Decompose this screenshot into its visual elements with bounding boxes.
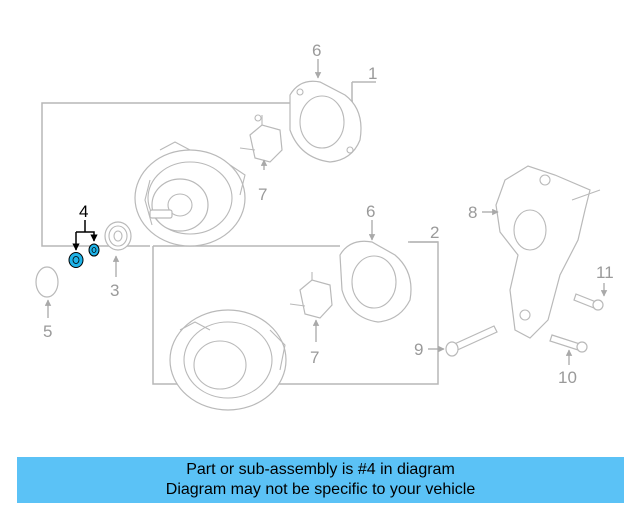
alternator-bottom xyxy=(169,309,287,411)
callout-7-top: 7 xyxy=(258,185,267,204)
washer xyxy=(35,266,59,298)
bolt-11 xyxy=(573,293,604,311)
long-bolt xyxy=(445,325,498,357)
mounting-bracket xyxy=(495,165,601,339)
info-banner: Part or sub-assembly is #4 in diagram Di… xyxy=(17,457,624,503)
parts-diagram: 1 2 3 4 5 6 6 7 7 8 9 10 11 xyxy=(35,41,614,411)
callout-11: 11 xyxy=(596,263,614,282)
callout-4: 4 xyxy=(79,202,88,221)
callout-8: 8 xyxy=(468,203,477,222)
pulley xyxy=(104,221,132,251)
banner-line-part: Part or sub-assembly is #4 in diagram xyxy=(186,461,455,478)
callout-10: 10 xyxy=(558,368,577,387)
callout-7-bottom: 7 xyxy=(310,348,319,367)
rear-cover-top xyxy=(289,80,362,163)
alternator-top xyxy=(134,141,246,247)
banner-line-disclaimer: Diagram may not be specific to your vehi… xyxy=(165,481,476,498)
callout-1: 1 xyxy=(368,64,377,83)
callout-5: 5 xyxy=(43,322,52,341)
rear-cover-bottom xyxy=(339,240,412,323)
regulator-bottom xyxy=(289,272,333,319)
bolt-10 xyxy=(549,334,588,353)
callout-3: 3 xyxy=(110,281,119,300)
nut-large-highlighted[interactable] xyxy=(68,252,84,268)
nut-small-highlighted[interactable] xyxy=(88,243,100,257)
callout-9: 9 xyxy=(414,340,423,359)
regulator-top xyxy=(239,114,283,163)
callout-2: 2 xyxy=(430,223,439,242)
callout-6-top: 6 xyxy=(312,41,321,60)
part-4-nut-pair[interactable] xyxy=(68,243,100,268)
callout-6-bottom: 6 xyxy=(366,202,375,221)
